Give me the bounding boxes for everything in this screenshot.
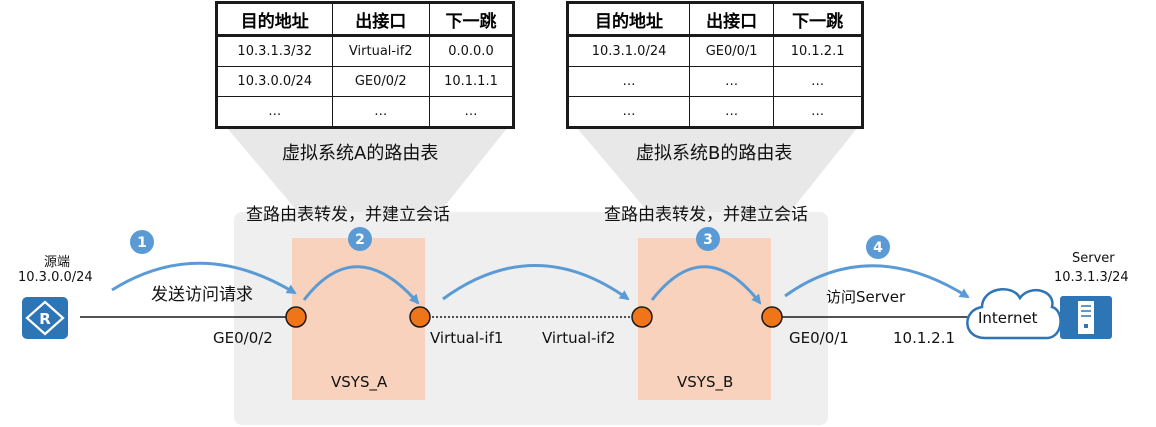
port-ge0-0-1 [761, 306, 783, 328]
cloud-icon [966, 288, 1062, 340]
port-label-ge0-0-2: GE0/0/2 [213, 329, 273, 347]
column-header: 下一跳 [773, 2, 863, 37]
table-cell: 10.3.1.3/32 [216, 35, 333, 67]
source-ip: 10.3.0.0/24 [18, 270, 93, 285]
column-header: 下一跳 [428, 2, 515, 37]
port-label-ge0-0-1: GE0/0/1 [789, 329, 849, 347]
svg-text:R: R [39, 310, 51, 328]
router-icon: R [22, 297, 68, 339]
server-ip: 10.3.1.3/24 [1054, 270, 1129, 285]
table-cell: 10.3.1.0/24 [566, 35, 691, 67]
step-badge-1: 1 [130, 230, 154, 254]
flow-arrow-2 [302, 265, 420, 305]
table-cell: 10.1.2.1 [773, 35, 863, 67]
port-ge0-0-2 [285, 306, 307, 328]
route-table-b-header: 目的地址 出接口 下一跳 [566, 2, 863, 37]
port-label-virtual-if1: Virtual-if1 [430, 329, 504, 347]
table-cell: … [773, 96, 863, 128]
table-cell: … [689, 96, 775, 128]
column-header: 目的地址 [566, 2, 691, 37]
port-virtual-if2 [631, 306, 653, 328]
table-b-callout [572, 122, 862, 212]
step-badge-3: 3 [696, 227, 720, 251]
next-hop-ip: 10.1.2.1 [893, 329, 956, 347]
route-table-a-caption: 虚拟系统A的路由表 [282, 143, 439, 164]
table-cell: 10.1.1.1 [428, 66, 515, 97]
column-header: 出接口 [331, 2, 430, 37]
table-cell: … [331, 96, 430, 128]
table-cell: … [689, 66, 775, 97]
access-server-label: 访问Server [826, 288, 906, 306]
flow-arrow-1 [111, 261, 297, 295]
table-cell: … [566, 66, 691, 97]
table-cell: Virtual-if2 [331, 35, 430, 67]
server-name: Server [1072, 251, 1115, 266]
route-table-a: 目的地址 出接口 下一跳 10.3.1.3/32 Virtual-if2 0.0… [215, 1, 515, 129]
vsys-b-label: VSYS_B [677, 373, 734, 391]
lookup-label-a: 查路由表转发，并建立会话 [246, 205, 450, 225]
table-row: 10.3.1.3/32 Virtual-if2 0.0.0.0 [216, 35, 515, 67]
step-badge-3-label: 3 [703, 232, 713, 248]
route-table-a-header: 目的地址 出接口 下一跳 [216, 2, 515, 37]
table-cell: 0.0.0.0 [428, 35, 515, 67]
flow-arrow-vsys-link [442, 264, 630, 301]
step-badge-1-label: 1 [137, 235, 147, 251]
table-cell: … [773, 66, 863, 97]
vsys-b-box [638, 238, 771, 400]
table-row: 10.3.1.0/24 GE0/0/1 10.1.2.1 [566, 35, 863, 67]
send-request-label: 发送访问请求 [151, 285, 253, 305]
table-cell: GE0/0/2 [331, 66, 430, 97]
step-badge-2-label: 2 [355, 232, 365, 248]
step-badge-4: 4 [866, 235, 890, 259]
source-name: 源端 [44, 255, 71, 270]
flow-arrow-3 [650, 265, 762, 305]
table-cell: … [428, 96, 515, 128]
route-table-b-caption: 虚拟系统B的路由表 [636, 143, 793, 164]
lookup-label-b: 查路由表转发，并建立会话 [604, 205, 808, 225]
port-virtual-if1 [409, 306, 431, 328]
route-table-b: 目的地址 出接口 下一跳 10.3.1.0/24 GE0/0/1 10.1.2.… [566, 1, 864, 129]
table-row: … … … [216, 96, 515, 128]
step-badge-4-label: 4 [873, 240, 883, 256]
table-cell: … [566, 96, 691, 128]
flow-arrow-4 [784, 264, 970, 299]
table-cell: 10.3.0.0/24 [216, 66, 333, 97]
column-header: 目的地址 [216, 2, 333, 37]
table-row: … … … [566, 96, 863, 128]
table-row: … … … [566, 66, 863, 97]
table-a-callout [222, 122, 512, 212]
internet-label: Internet [978, 309, 1038, 327]
column-header: 出接口 [689, 2, 775, 37]
vsys-a-box [292, 238, 425, 400]
vsys-a-label: VSYS_A [331, 373, 388, 391]
table-cell: … [216, 96, 333, 128]
table-row: 10.3.0.0/24 GE0/0/2 10.1.1.1 [216, 66, 515, 97]
step-badge-2: 2 [348, 227, 372, 251]
table-cell: GE0/0/1 [689, 35, 775, 67]
server-icon [1060, 296, 1112, 339]
port-label-virtual-if2: Virtual-if2 [542, 329, 616, 347]
